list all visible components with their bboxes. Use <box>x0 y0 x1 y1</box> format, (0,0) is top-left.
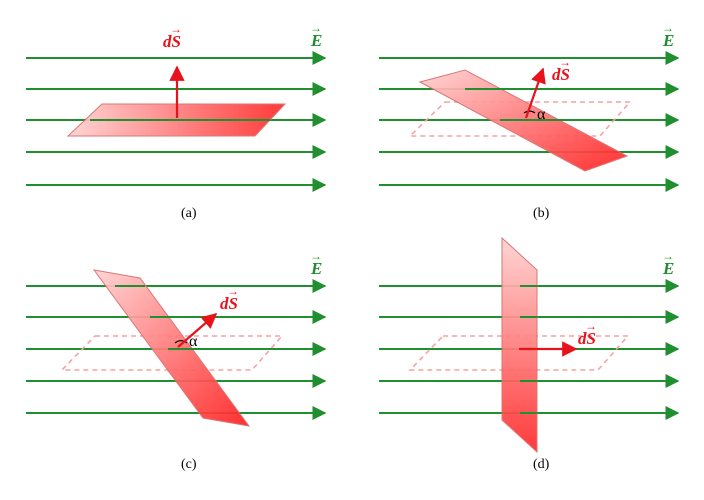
area-vector-arrow <box>177 312 218 348</box>
area-vector-label: dS → <box>578 319 597 348</box>
area-vector-label: dS → <box>220 284 239 313</box>
angle-arc <box>174 340 188 344</box>
svg-text:E: E <box>310 259 322 278</box>
svg-text:→: → <box>662 21 674 35</box>
svg-text:E: E <box>662 259 674 278</box>
svg-text:dS: dS <box>552 65 570 84</box>
svg-text:dS: dS <box>163 32 181 51</box>
svg-text:dS: dS <box>220 294 238 313</box>
svg-text:→: → <box>310 249 322 263</box>
svg-text:→: → <box>310 21 322 35</box>
surface-plane <box>501 236 538 454</box>
svg-text:E: E <box>662 31 674 50</box>
area-vector-label: dS → <box>163 22 182 51</box>
svg-text:→: → <box>170 22 182 36</box>
panel-c: dS → α E → (c) <box>26 249 327 472</box>
field-label: E → <box>310 249 322 278</box>
panel-caption: (b) <box>533 206 550 221</box>
field-label: E → <box>662 21 674 50</box>
angle-label: α <box>189 333 198 350</box>
svg-text:E: E <box>310 31 322 50</box>
field-label: E → <box>310 21 322 50</box>
svg-text:dS: dS <box>578 329 596 348</box>
dashed-horizontal-outline <box>408 101 632 137</box>
svg-text:→: → <box>662 249 674 263</box>
svg-text:→: → <box>585 319 597 333</box>
panel-caption: (c) <box>181 457 197 472</box>
panel-caption: (d) <box>533 457 550 472</box>
panel-b: dS → α E → (b) <box>379 21 680 221</box>
svg-text:→: → <box>559 55 571 69</box>
panel-caption: (a) <box>181 206 197 221</box>
dashed-horizontal-outline <box>408 335 630 371</box>
area-vector-label: dS → <box>552 55 571 84</box>
panel-d: dS → E → (d) <box>379 236 680 472</box>
area-vector-arrow <box>524 67 546 119</box>
panel-a: dS → E → (a) <box>26 21 327 221</box>
field-label: E → <box>662 249 674 278</box>
svg-text:→: → <box>227 284 239 298</box>
angle-label: α <box>537 106 546 123</box>
